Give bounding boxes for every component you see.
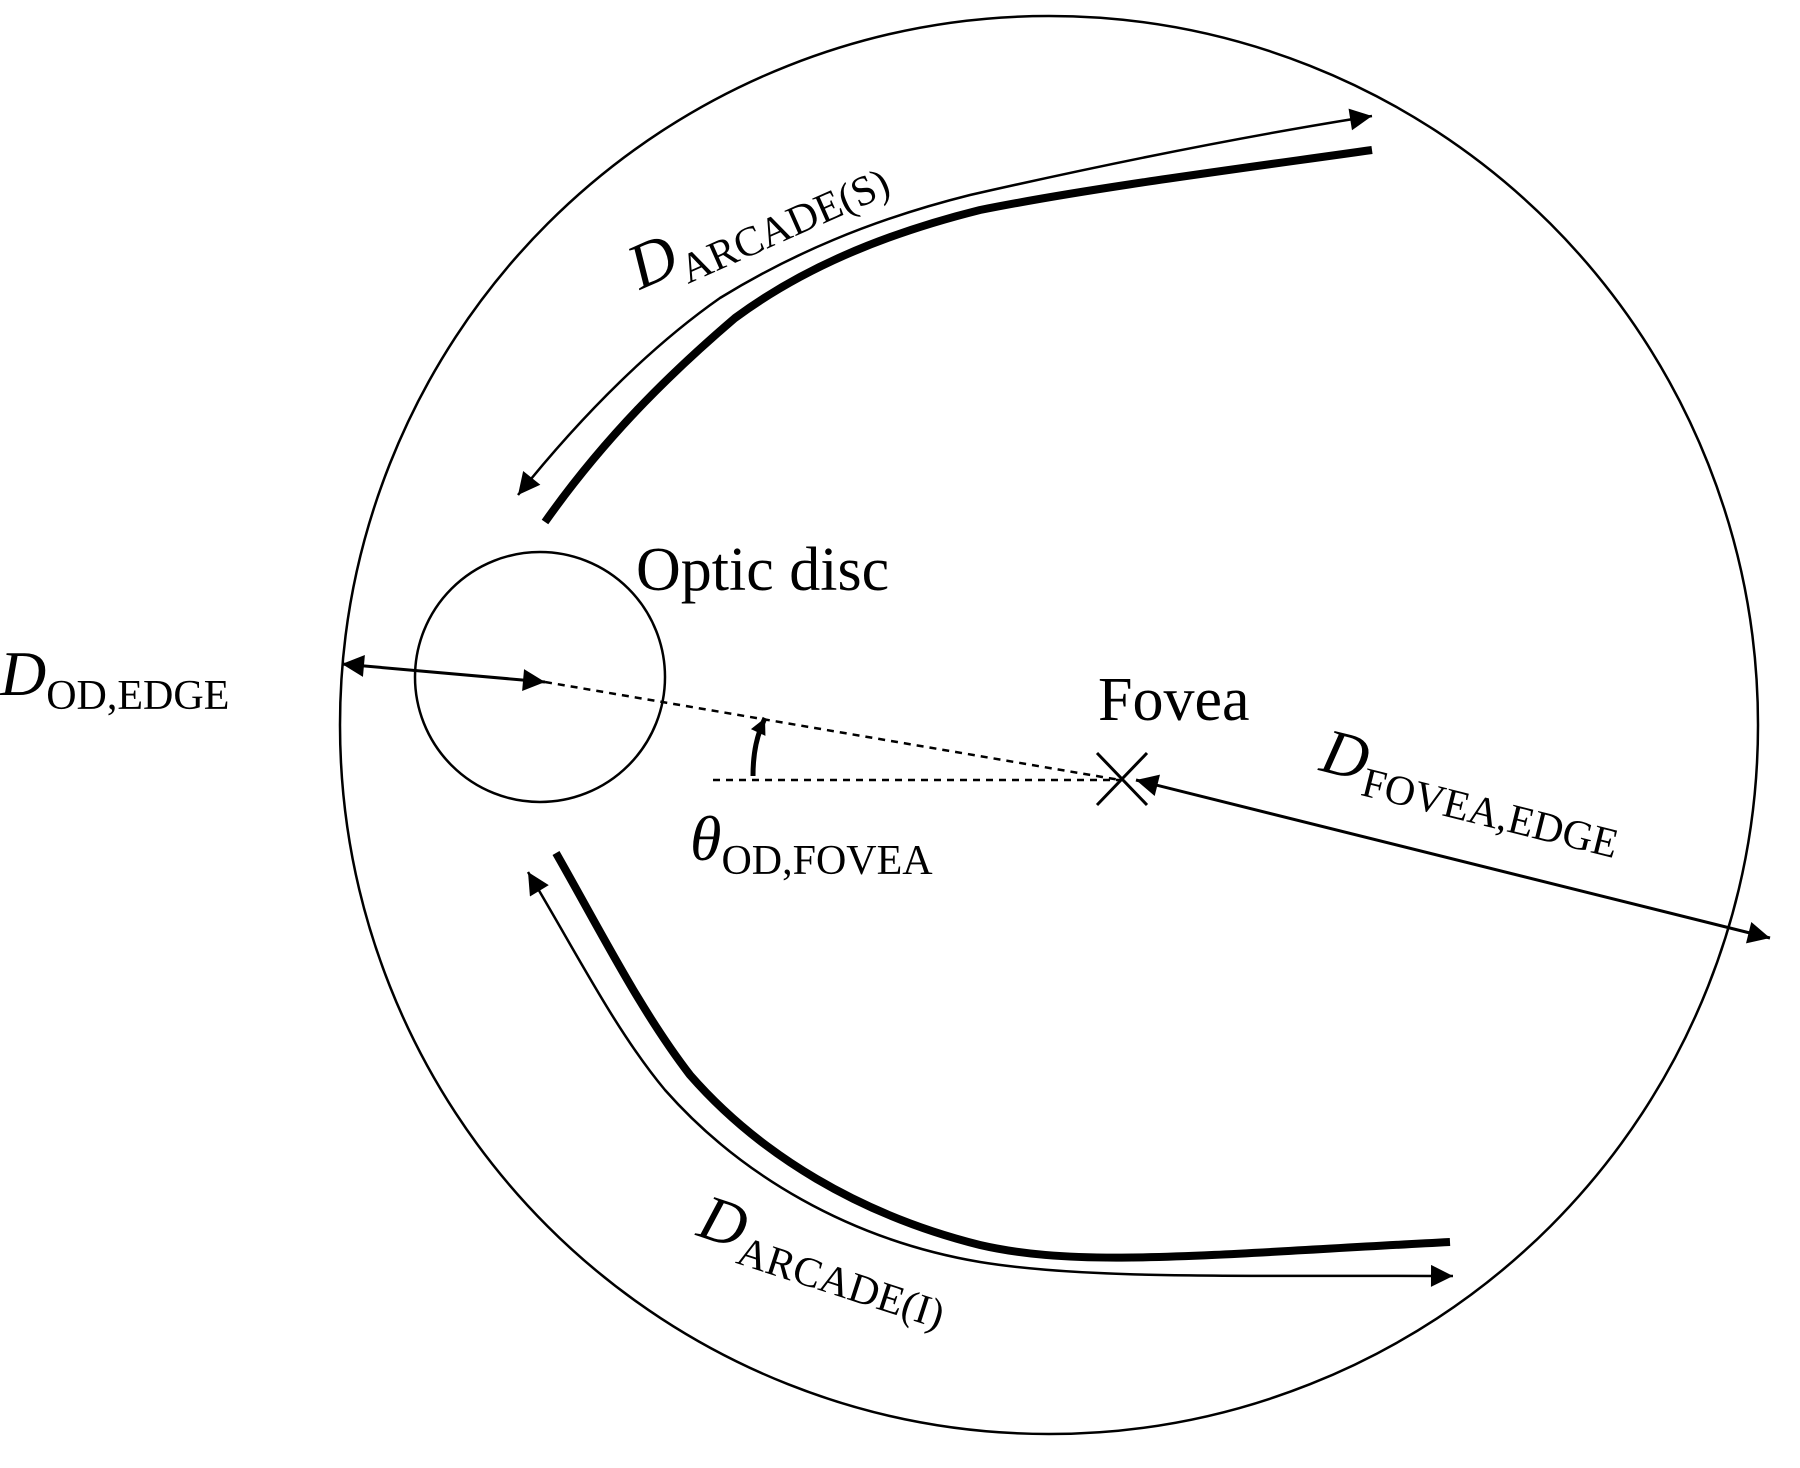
od-edge-arrow (341, 654, 546, 692)
inferior-arcade-arrow (526, 871, 1454, 1287)
od-fovea-dashed-line (544, 680, 1121, 782)
fovea-label: Fovea (1098, 666, 1250, 734)
d-od-edge-label: DOD,EDGE (0, 638, 229, 719)
d-arcade-i-label: DARCADE(I) (687, 1180, 961, 1338)
inferior-arcade-vessel (552, 851, 1451, 1262)
d-arcade-s-label: DARCADE(S) (616, 128, 897, 312)
d-fovea-edge-label: DFOVEA,EDGE (1311, 714, 1631, 868)
theta-od-fovea-label: θOD,FOVEA (690, 803, 933, 884)
angle-arc-arrow (750, 716, 768, 777)
superior-arcade-arrow (517, 108, 1373, 496)
optic-disc-label: Optic disc (636, 536, 889, 604)
fundus-circle (338, 14, 1760, 1436)
fovea-edge-arrow (1135, 774, 1771, 944)
optic-disc-circle (413, 550, 667, 804)
